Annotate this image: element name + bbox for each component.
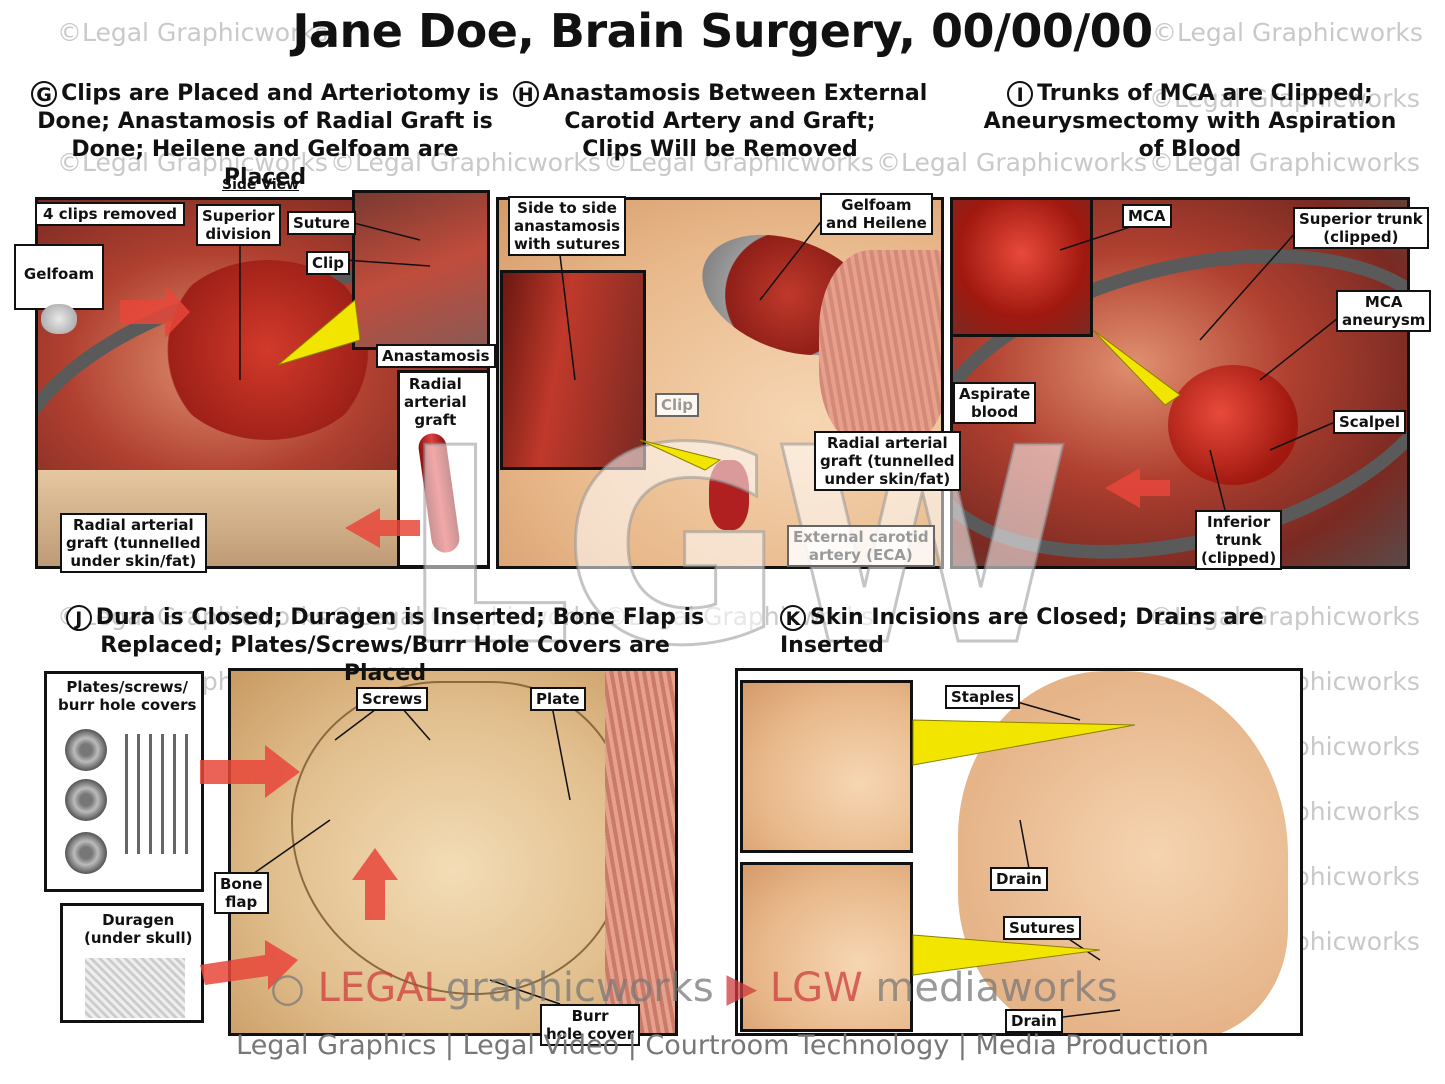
leader-line (559, 254, 576, 381)
label-aspirate-blood: Aspirate blood (953, 382, 1037, 424)
leader-line (249, 819, 331, 877)
duragen-sheet (85, 958, 185, 1018)
leader-line (349, 221, 421, 241)
label-side-to-side: Side to side anastamosis with sutures (508, 196, 627, 256)
callout-wedge (277, 299, 361, 366)
temporalis-muscle (819, 250, 941, 450)
label-sutures: Sutures (1003, 916, 1081, 940)
motion-arrows (120, 285, 1170, 990)
panel-i-inset (950, 197, 1093, 337)
leader-line (1269, 421, 1336, 451)
panel-h-illustration (496, 197, 944, 569)
panel-k-sutures-inset (740, 862, 913, 1032)
label-screws: Screws (356, 687, 429, 711)
brand-tagline: Legal Graphics | Legal Video | Courtroom… (236, 1030, 1209, 1061)
label-radial-graft-h: Radial arterial graft (tunnelled under s… (814, 431, 961, 491)
label-radial-graft-tunnelled-g: Radial arterial graft (tunnelled under s… (60, 513, 207, 573)
leader-line (1054, 1009, 1121, 1019)
arrow (120, 285, 190, 338)
arrow (1105, 468, 1170, 508)
leader-lines (239, 209, 1339, 1019)
label-gelfoam: Gelfoam (14, 244, 104, 334)
label-drain-upper: Drain (990, 867, 1048, 891)
leader-line (489, 979, 561, 1005)
arrow (352, 848, 398, 920)
panel-j-duragen (60, 903, 204, 1023)
leader-line (759, 209, 831, 301)
gelfoam-sample (41, 304, 77, 334)
callout-wedges (277, 299, 1181, 976)
label-bone-flap: Bone flap (214, 872, 269, 914)
label-mca-aneurysm: MCA aneurysm (1336, 290, 1432, 332)
label-superior-division: Superior division (196, 204, 281, 246)
screws-grid (125, 734, 195, 854)
label-duragen: Duragen (under skull) (84, 911, 193, 947)
leader-line (344, 259, 431, 267)
label-scalpel: Scalpel (1333, 410, 1407, 434)
scalp-edge (605, 671, 675, 1033)
callout-wedge (912, 934, 1101, 976)
aneurysm-sphere (1168, 365, 1298, 485)
label-burr-hole-cover: Burr hole cover (540, 1004, 641, 1046)
magnifier-icon: ○ (270, 965, 318, 1011)
section-letter-k: K (780, 605, 806, 631)
eca-incision (709, 460, 749, 530)
burr-hole-cover-icon (65, 729, 107, 771)
leader-line (1259, 317, 1339, 381)
play-icon: ▶ (726, 965, 770, 1011)
leader-line (1019, 819, 1031, 875)
callout-wedge (639, 439, 722, 471)
burr-hole-cover-icon (65, 832, 107, 874)
panel-g-inset (352, 190, 490, 350)
panel-j-illustration (228, 668, 678, 1036)
label-gelfoam-heilene: Gelfoam and Heilene (820, 193, 933, 235)
label-clip: Clip (306, 251, 351, 275)
label-radial-arterial-graft: Radial arterial graft (404, 375, 467, 429)
label-inferior-trunk: Inferior trunk (clipped) (1195, 510, 1283, 570)
section-letter-h: H (512, 81, 539, 107)
leader-line (1009, 699, 1081, 721)
label-superior-trunk: Superior trunk (clipped) (1293, 207, 1429, 249)
section-letter-g: G (31, 81, 58, 107)
arrow (345, 508, 420, 548)
leader-line (1209, 449, 1226, 511)
brain-surface (158, 260, 378, 440)
label-anastamosis: Anastamosis (376, 344, 496, 368)
callout-wedge (912, 719, 1136, 766)
label-plate: Plate (530, 687, 586, 711)
arrow (200, 745, 300, 798)
section-letter-i: I (1007, 81, 1034, 107)
brand-line: ○ LEGALgraphicworks ▶ LGW mediaworks (270, 965, 1118, 1011)
label-mca: MCA (1122, 204, 1172, 228)
panel-h-inset (500, 270, 646, 470)
label-eca: External carotid artery (ECA) (787, 525, 935, 567)
label-staples: Staples (945, 685, 1021, 709)
page-title: Jane Doe, Brain Surgery, 00/00/00 (292, 4, 1153, 58)
burr-hole-cover-icon (65, 779, 107, 821)
label-suture: Suture (287, 211, 356, 235)
leader-line (551, 705, 571, 801)
label-clips-removed: 4 clips removed (35, 202, 185, 226)
label-clip-h: Clip (655, 393, 700, 417)
callout-wedge (1092, 329, 1181, 406)
arrow (200, 940, 298, 990)
section-letter-j: J (65, 605, 92, 631)
label-drain-lower: Drain (1005, 1009, 1063, 1033)
leader-line (1199, 231, 1297, 341)
side-view-label: Side View (222, 177, 300, 193)
label-plates-screws: Plates/screws/ burr hole covers (58, 678, 197, 714)
panel-k-staples-inset (740, 680, 913, 853)
